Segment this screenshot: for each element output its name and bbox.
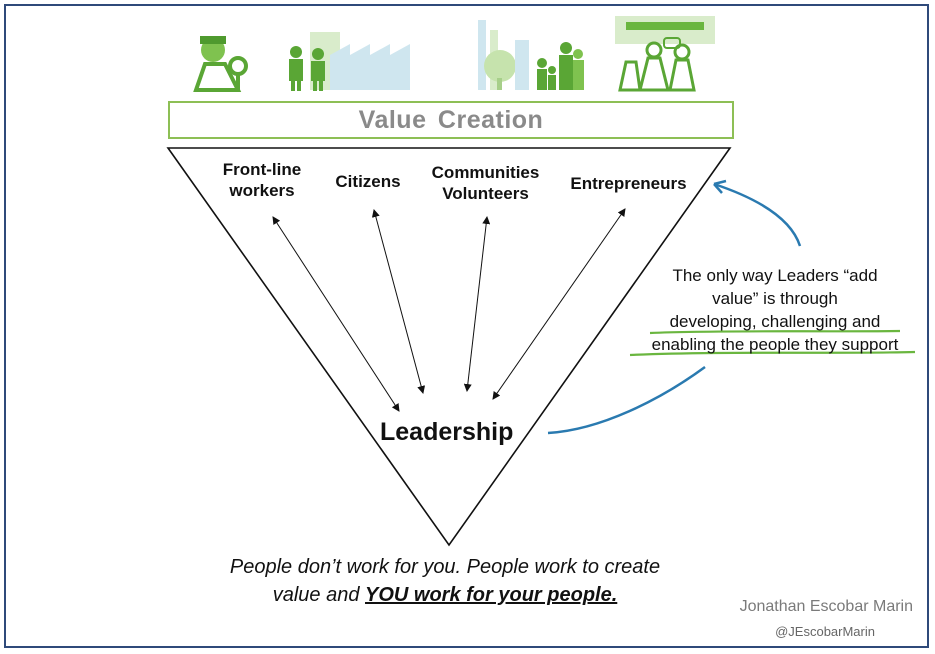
leaders-note: The only way Leaders “add value” is thro… (651, 266, 899, 354)
group-label-entrepreneurs: Entrepreneurs (570, 174, 687, 193)
worker-icon (193, 36, 248, 92)
value-creation-banner: Value Creation (168, 101, 734, 139)
author-name: Jonathan Escobar Marin (739, 598, 913, 615)
arrow-communities (463, 216, 491, 392)
note-underline-2 (629, 350, 916, 357)
group-label-front-line-workers: Front-line workers (222, 160, 302, 200)
author-handle: @JEscobarMarin (775, 624, 875, 639)
group-label-citizens: Citizens (335, 172, 401, 191)
arrow-citizens (371, 209, 426, 394)
leadership-label: Leadership (380, 418, 514, 446)
blue-curve-arrow-top (713, 182, 802, 247)
factory-icon (289, 32, 410, 91)
blue-curve-arrow-bottom (547, 365, 706, 435)
group-label-communities-volunteers: Communities Volunteers (431, 163, 540, 203)
footer-line-2: value and YOU work for your people. (272, 584, 618, 606)
note-underline-1 (649, 329, 901, 335)
value-creation-title: Value Creation (358, 105, 544, 134)
meeting-icon (615, 16, 715, 92)
footer-line-1: People don’t work for you. People work t… (229, 556, 661, 578)
footer-emphasis: YOU work for your people. (365, 584, 618, 606)
arrow-front-line-workers (272, 216, 400, 412)
family-icon (478, 20, 584, 90)
blue-curve-arrow-top-head (713, 179, 727, 194)
arrow-entrepreneurs (492, 208, 626, 400)
